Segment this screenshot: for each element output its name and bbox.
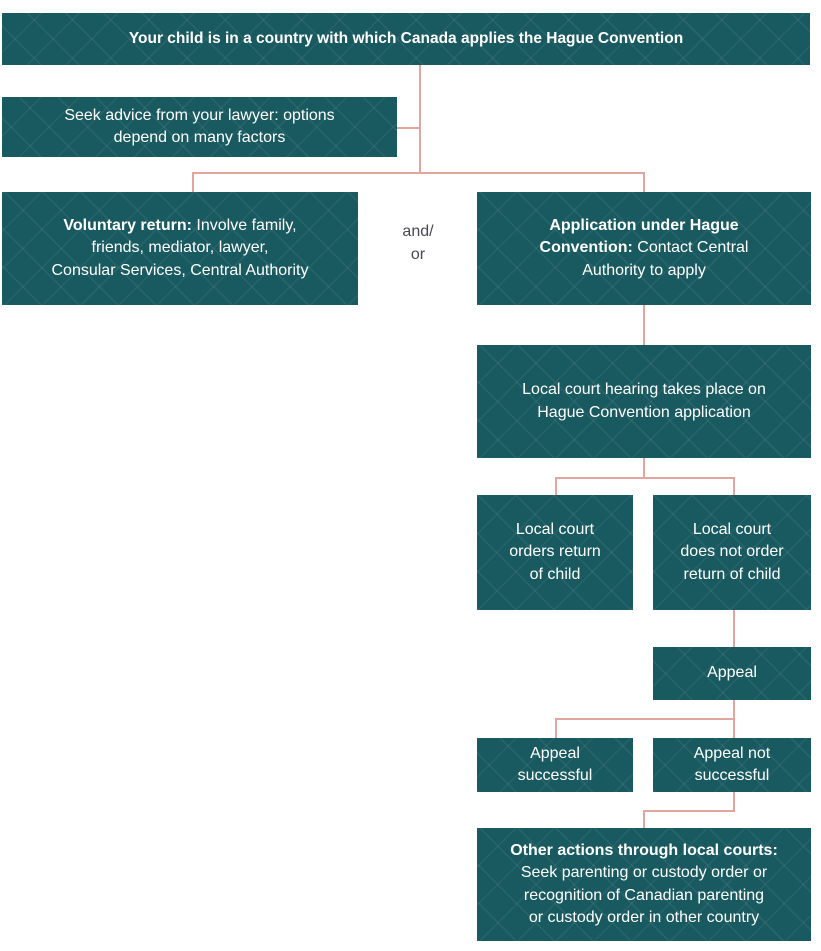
box-court-no-order-text: Local court does not order return of chi… (680, 521, 784, 583)
box-appeal-text: Appeal (707, 664, 757, 682)
box-other-actions: Other actions through local courts: Seek… (477, 828, 811, 941)
box-seek-advice: Seek advice from your lawyer: options de… (2, 97, 397, 157)
box-other-actions-text: Seek parenting or custody order or recog… (520, 864, 768, 926)
connector-no-order-to-appeal (733, 610, 735, 648)
connector-no-order-in (733, 477, 735, 496)
box-voluntary-return-lead: Voluntary return: (63, 217, 192, 235)
connector-orders-return-in (555, 477, 557, 496)
box-court-orders-return: Local court orders return of child (477, 495, 633, 610)
connector-appeal-not-successful-in (733, 718, 735, 739)
connector-other-actions-in (643, 810, 645, 829)
connector-seek-advice-stub (397, 127, 420, 129)
box-root-hague-country: Your child is in a country with which Ca… (2, 13, 810, 65)
box-appeal-not-successful: Appeal not successful (653, 738, 811, 792)
box-application-text: Contact Central Authority to apply (582, 239, 749, 279)
box-local-court-hearing-text: Local court hearing takes place on Hague… (522, 381, 766, 421)
connector-branch-appeal-outcomes (555, 718, 735, 720)
connector-voluntary-in (192, 172, 194, 193)
connector-application-to-hearing (643, 305, 645, 346)
connector-appeal-out (733, 700, 735, 719)
box-seek-advice-text: Seek advice from your lawyer: options de… (64, 106, 335, 146)
box-appeal-successful-text: Appeal successful (517, 744, 593, 784)
box-court-no-order: Local court does not order return of chi… (653, 495, 811, 610)
box-other-actions-lead: Other actions through local courts: (510, 842, 778, 860)
connector-appeal-not-successful-out (733, 792, 735, 811)
connector-application-in (643, 172, 645, 193)
box-voluntary-return-text: Involve family, friends, mediator, lawye… (51, 217, 309, 279)
connector-branch-court-outcomes (555, 477, 735, 479)
connector-appeal-successful-in (555, 718, 557, 739)
box-voluntary-return: Voluntary return: Involve family, friend… (2, 192, 358, 305)
connector-hearing-out (643, 458, 645, 478)
connector-branch-voluntary-application (192, 172, 644, 174)
box-root-text: Your child is in a country with which Ca… (128, 30, 684, 48)
and-or-label: and/ or (402, 223, 434, 264)
box-application-hague: Application under Hague Convention: Cont… (477, 192, 811, 305)
connector-elbow-other-actions (643, 810, 735, 812)
box-court-orders-return-text: Local court orders return of child (509, 521, 601, 583)
box-appeal-successful: Appeal successful (477, 738, 633, 792)
box-appeal-not-successful-text: Appeal not successful (693, 744, 771, 784)
connector-root-down (419, 65, 421, 173)
box-application-lead: Application under Hague Convention: (539, 217, 739, 257)
box-appeal: Appeal (653, 647, 811, 700)
box-local-court-hearing: Local court hearing takes place on Hague… (477, 345, 811, 458)
